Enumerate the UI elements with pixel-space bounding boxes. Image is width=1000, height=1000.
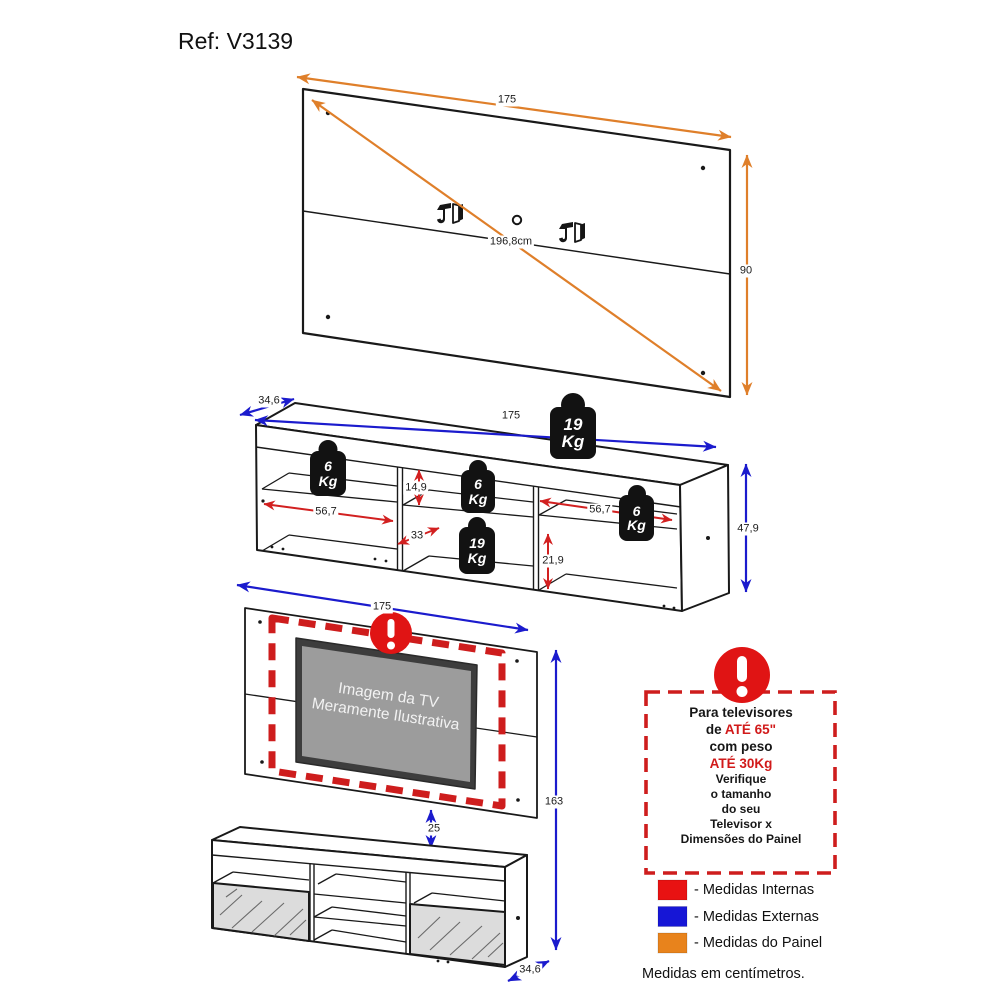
rack-depth-label: 34,6	[256, 394, 282, 408]
warning-line: de ATÉ 65"	[649, 721, 833, 738]
rack-shelf-right-width-label: 56,7	[587, 503, 613, 517]
weight-knob-icon	[318, 440, 338, 459]
rack-figure	[239, 397, 752, 612]
weight-unit: Kg	[627, 517, 646, 533]
warning-line: Televisor x	[710, 817, 772, 831]
rack-width-label: 175	[499, 409, 523, 423]
rack2-depth-label: 34,6	[517, 963, 543, 977]
rack-height-label: 47,9	[735, 522, 761, 536]
rack2-hole-dots	[436, 916, 520, 964]
legend-swatch-painel	[657, 932, 688, 954]
legend-swatch-externas	[657, 906, 688, 927]
weight-badge-left-shelf: 6 Kg	[310, 440, 346, 496]
panel-tv-height-label: 163	[542, 795, 566, 809]
weight-unit: Kg	[561, 432, 585, 451]
legend-label-painel: - Medidas do Painel	[694, 935, 823, 951]
tv-illustration	[295, 637, 478, 790]
warning-line: Verifique	[715, 772, 767, 786]
panel-tv-width-label: 175	[370, 600, 394, 614]
rack-dividers	[396, 467, 540, 590]
rack2-interior-lines	[212, 871, 506, 943]
rack-with-doors-figure	[211, 826, 528, 968]
weight-knob-icon	[468, 517, 486, 535]
weight-value: 6	[324, 458, 332, 475]
rack-right-inner-height-label: 21,9	[540, 554, 566, 568]
rack-top-gap-label: 14,9	[403, 481, 429, 495]
panel-rack-gap-label: 25	[425, 822, 443, 836]
rack-shelf-left-width-label: 56,7	[313, 505, 339, 519]
legend-footnote: Medidas em centímetros.	[642, 966, 805, 982]
glass-door-right	[409, 903, 506, 966]
warning-line: com peso	[709, 739, 773, 754]
weight-value: 6	[474, 476, 482, 493]
warning-line-highlight: ATÉ 30Kg	[709, 756, 773, 771]
page-title: Ref: V3139	[178, 28, 294, 54]
warning-line: Dimensões do Painel	[680, 832, 802, 846]
warning-alert-icon	[714, 647, 770, 703]
weight-value: 6	[632, 502, 641, 519]
weight-knob-icon	[469, 460, 487, 478]
weight-unit: Kg	[467, 549, 487, 566]
panel-width-label: 175	[495, 93, 519, 107]
weight-unit: Kg	[468, 490, 488, 507]
alert-icon	[370, 612, 412, 654]
weight-badge-right-shelf: 6 Kg	[619, 485, 654, 541]
warning-line: o tamanho	[710, 787, 772, 801]
warning-line: Para televisores	[689, 705, 793, 720]
weight-badge-middle-shelf: 6 Kg	[461, 460, 495, 513]
legend-swatch-internas	[657, 879, 688, 901]
panel-diagonal-label: 196,8cm	[487, 235, 535, 249]
weight-unit: Kg	[318, 472, 338, 489]
weight-badge-rack-top: 19 Kg	[550, 393, 596, 459]
glass-door-left	[212, 882, 310, 942]
rack-middle-width-label: 33	[408, 529, 426, 543]
legend-label-internas: - Medidas Internas	[694, 882, 815, 898]
panel-tv-hole-dots	[258, 620, 520, 802]
warning-line: do seu	[721, 802, 761, 816]
panel-with-tv-figure	[236, 581, 562, 982]
tv-max-area-dashed-outline	[268, 614, 506, 810]
weight-knob-icon	[561, 393, 585, 417]
legend-label-externas: - Medidas Externas	[694, 908, 819, 925]
weight-value: 19	[469, 535, 485, 552]
weight-knob-icon	[627, 485, 646, 503]
weight-value: 19	[563, 414, 583, 434]
cable-hole-icon	[511, 214, 523, 226]
warning-line-prefix: de	[705, 722, 725, 737]
warning-line-highlight: ATÉ 65"	[724, 722, 777, 737]
rack-hole-dots	[261, 499, 710, 610]
weight-badge-middle-bottom: 19 Kg	[459, 517, 495, 574]
warning-box-text: Para televisores de ATÉ 65" com peso ATÉ…	[649, 704, 833, 847]
panel-height-label: 90	[737, 264, 755, 278]
legend-swatches	[657, 879, 688, 954]
glass-reflection-hatch	[219, 888, 504, 960]
